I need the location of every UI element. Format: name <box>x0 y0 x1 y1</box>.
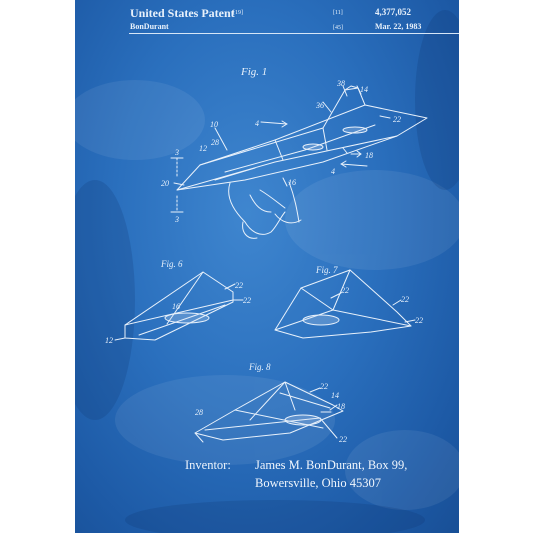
inventor-short-name: BonDurant <box>130 22 169 31</box>
patent-title-code: [19] <box>233 10 243 16</box>
ref-4-top: 4 <box>255 119 259 128</box>
ref-4-bottom: 4 <box>331 167 335 176</box>
fig8-ref-28: 28 <box>195 408 203 417</box>
ref-14: 14 <box>360 85 368 94</box>
figure-8-label: Fig. 8 <box>249 362 271 372</box>
patent-number: 4,377,052 <box>375 7 411 17</box>
figure-6-label: Fig. 6 <box>161 259 183 269</box>
reference-numerals: 38 14 36 22 10 4 28 12 3 18 20 16 4 3 22… <box>105 79 423 444</box>
ref-38: 38 <box>336 79 345 88</box>
fig7-ref-22-bottom: 22 <box>415 316 423 325</box>
ref-18: 18 <box>365 151 373 160</box>
fig6-ref-22-top: 22 <box>235 281 243 290</box>
header-divider <box>129 33 459 34</box>
figure-7-label: Fig. 7 <box>316 265 338 275</box>
ref-10: 10 <box>210 120 218 129</box>
ref-28: 28 <box>211 138 219 147</box>
ref-3-bottom: 3 <box>174 215 179 224</box>
figure-1-airplane <box>170 85 428 239</box>
ref-12: 12 <box>199 144 207 153</box>
fig6-ref-12: 12 <box>105 336 113 345</box>
fig8-ref-18: 18 <box>337 402 345 411</box>
ref-22: 22 <box>393 115 401 124</box>
figure-6-airplane <box>114 271 244 341</box>
blueprint-texture <box>75 10 459 533</box>
ref-3-top: 3 <box>174 148 179 157</box>
patent-date: Mar. 22, 1983 <box>375 22 422 31</box>
patent-number-code: [11] <box>333 10 343 16</box>
fig7-ref-22-right: 22 <box>401 295 409 304</box>
ref-16: 16 <box>288 178 296 187</box>
patent-drawing: 38 14 36 22 10 4 28 12 3 18 20 16 4 3 22… <box>105 79 428 444</box>
inventor-label: Inventor: <box>185 458 231 472</box>
figure-1-label: Fig. 1 <box>241 66 268 78</box>
fig7-ref-22-top: 22 <box>341 286 349 295</box>
patent-title: United States Patent <box>130 6 235 20</box>
inventor-name: James M. BonDurant, Box 99, <box>255 458 408 472</box>
fig8-ref-22-top: 22 <box>320 382 328 391</box>
figure-7-airplane <box>274 269 416 339</box>
fig8-ref-14: 14 <box>331 391 339 400</box>
patent-date-code: [45] <box>333 25 343 31</box>
ref-20: 20 <box>161 179 169 188</box>
patent-poster: United States Patent [19] BonDurant [11]… <box>75 0 459 533</box>
fig8-ref-22-bottom: 22 <box>339 435 347 444</box>
ref-36: 36 <box>315 101 324 110</box>
inventor-address: Bowersville, Ohio 45307 <box>255 476 382 490</box>
figure-8-airplane <box>194 381 344 443</box>
fig6-ref-22-right: 22 <box>243 296 251 305</box>
fig6-ref-16: 16 <box>172 302 180 311</box>
